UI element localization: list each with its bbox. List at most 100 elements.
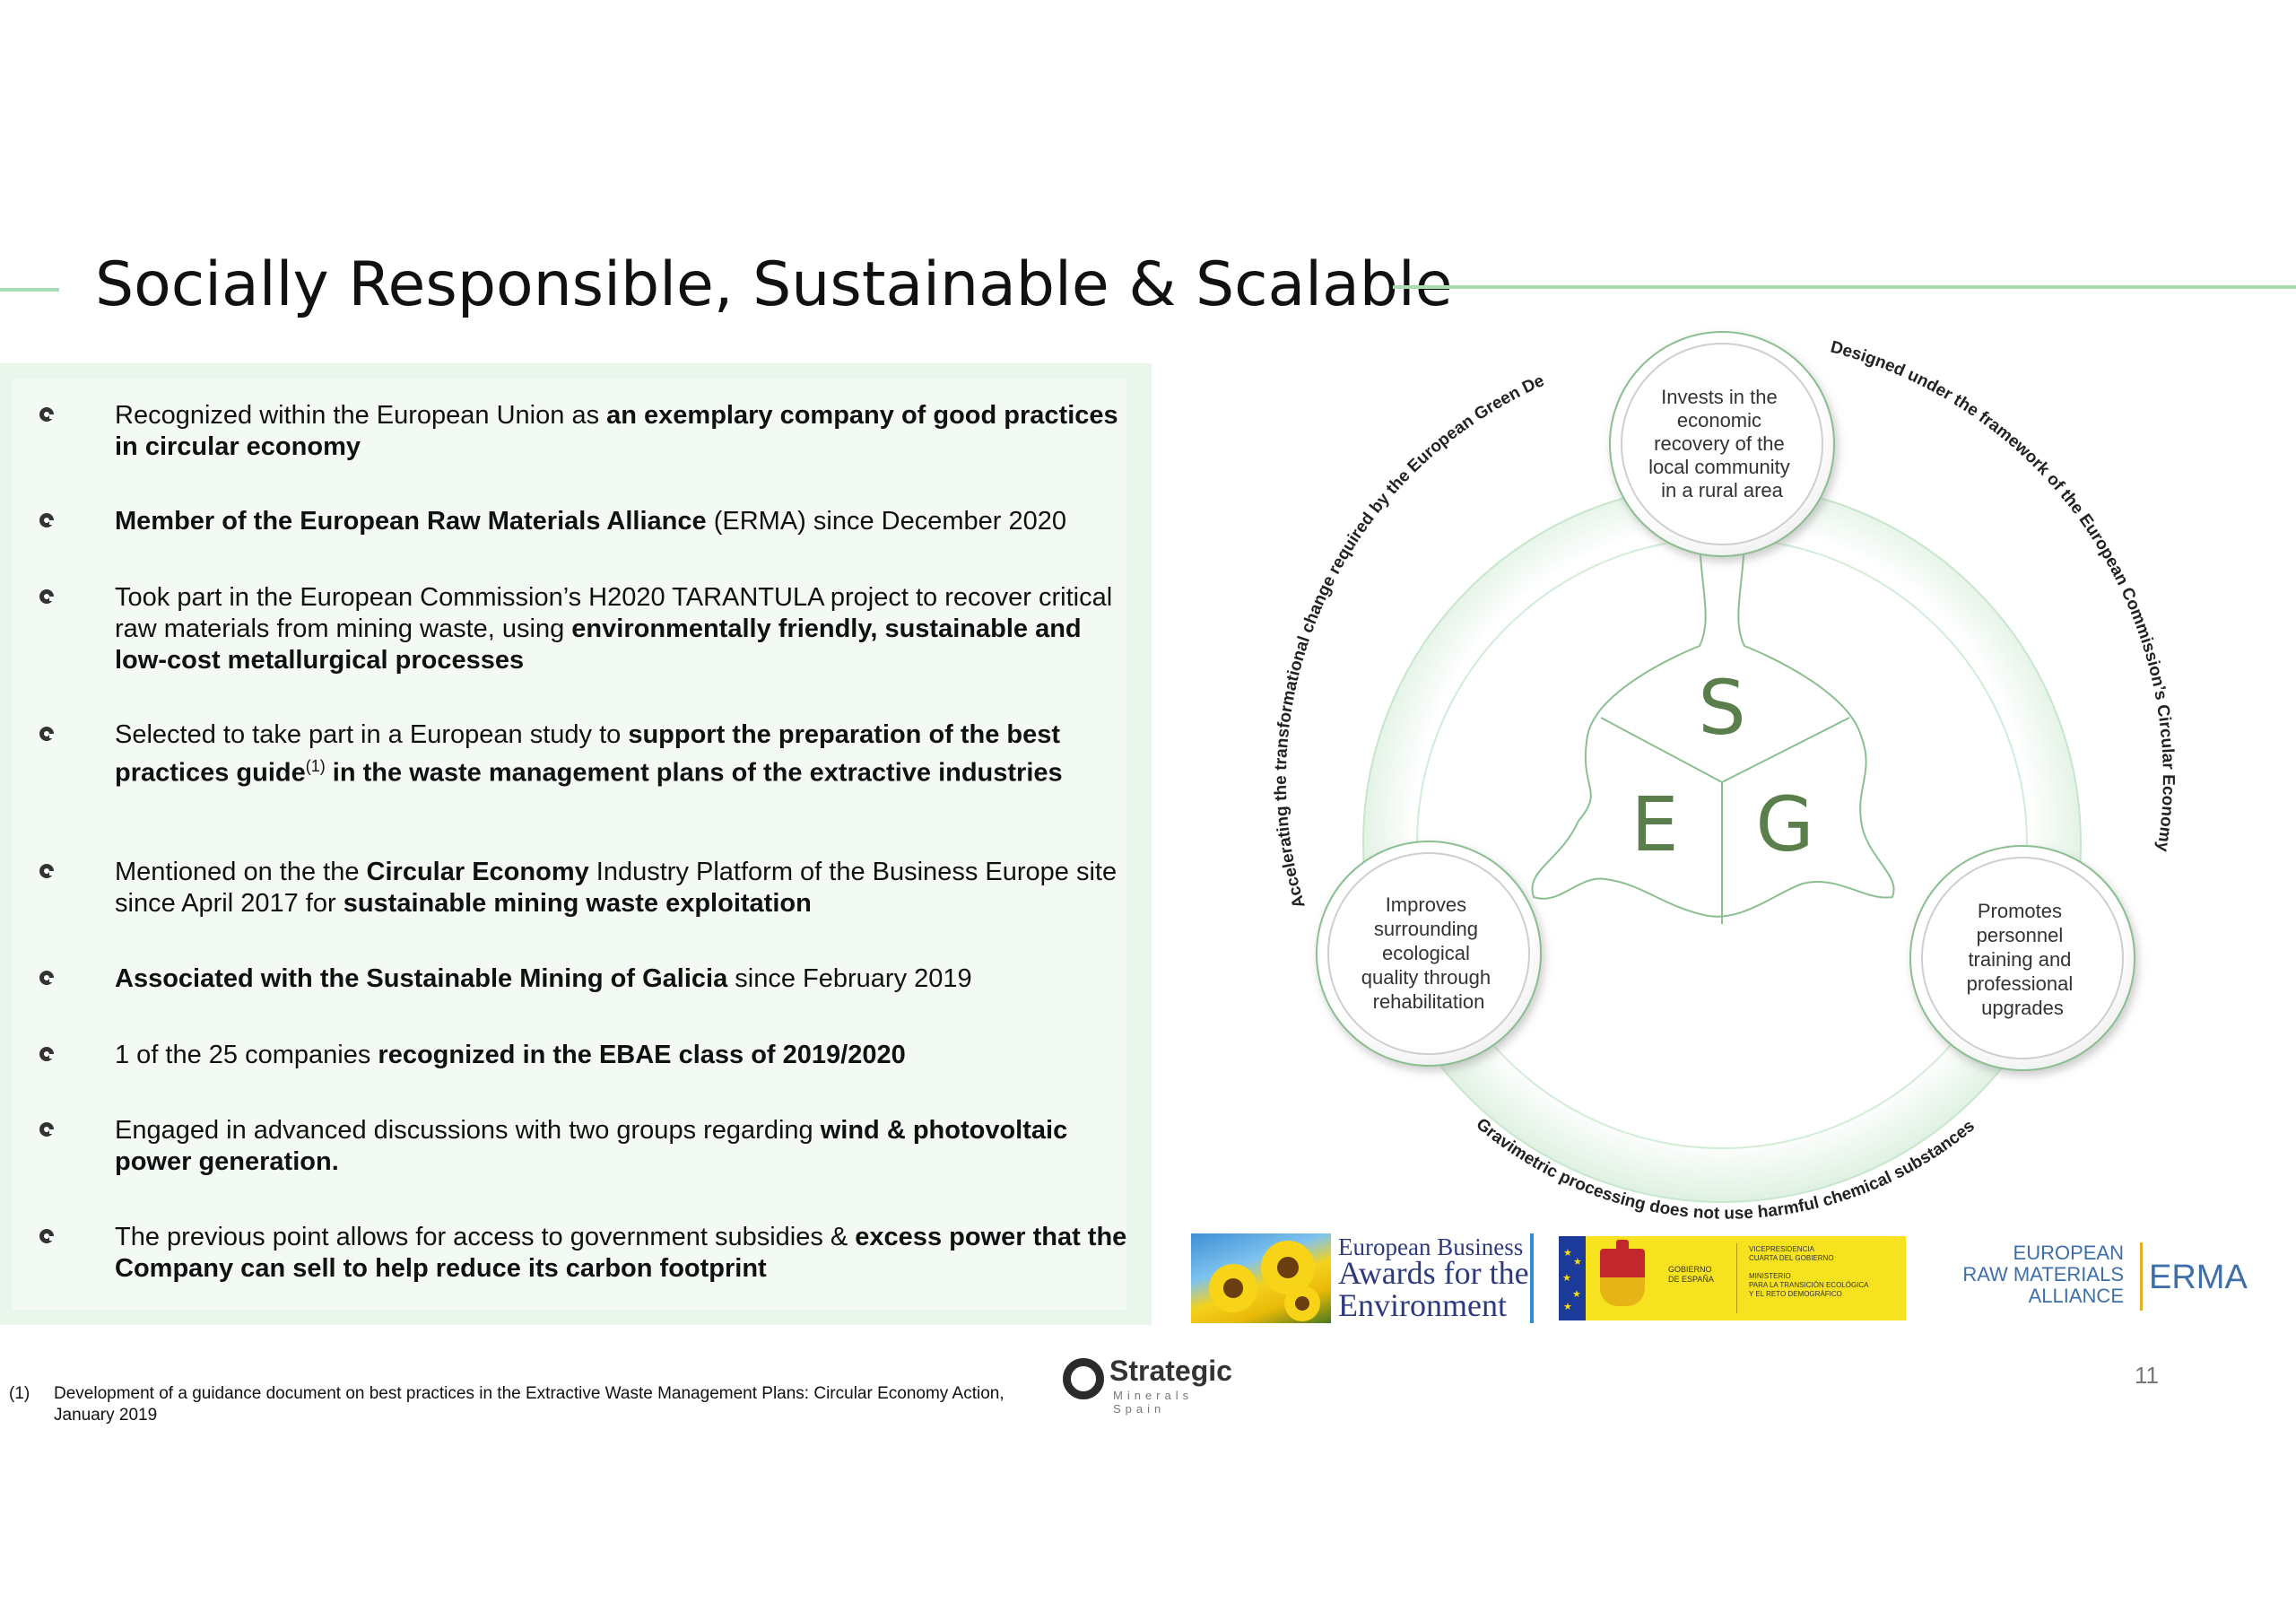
circle-top-line: in a rural area: [1661, 479, 1784, 501]
bullet-bold-text: support the preparation of the best prac…: [115, 720, 1061, 788]
erma-short: ERMA: [2149, 1259, 2248, 1296]
bullet-text: Engaged in advanced discussions with two…: [115, 1115, 1137, 1178]
footnote-number: (1): [9, 1384, 30, 1403]
circle-right-line: personnel: [1977, 924, 2064, 946]
bullet-plain-text: Mentioned on the the: [115, 858, 367, 886]
bullet-ring-icon: [39, 1122, 54, 1137]
sunflower-icon: [1209, 1264, 1257, 1312]
bullet-text: Took part in the European Commission’s H…: [115, 582, 1137, 676]
bullet-panel-inner: [13, 379, 1126, 1310]
bullet-bold-text: Circular Economy: [366, 858, 589, 886]
bullet-ring-icon: [39, 727, 54, 741]
bullet-text: 1 of the 25 companies recognized in the …: [115, 1040, 1137, 1071]
bullet-plain-text: Took part in the European Commission’s H…: [115, 583, 1113, 643]
circle-right-inner: [1921, 857, 2124, 1059]
circle-top-line: local community: [1648, 456, 1790, 478]
circle-top-inner: [1621, 343, 1823, 545]
letter-g: G: [1755, 780, 1813, 868]
bullet-plain-text: The previous point allows for access to …: [115, 1223, 856, 1251]
strategic-name: Strategic: [1109, 1355, 1232, 1387]
bullet-text: Member of the European Raw Materials All…: [115, 506, 1137, 537]
circle-left-text: Improves surrounding ecological quality …: [1361, 893, 1496, 1013]
strategic-sub: Minerals Spain: [1113, 1389, 1194, 1416]
circle-top-line: recovery of the: [1654, 432, 1785, 455]
footnote-ref: (1): [305, 757, 326, 775]
bullet-bold-text: an exemplary company of good practices i…: [115, 401, 1118, 461]
bullet-ring-icon: [39, 407, 54, 422]
circle-left-inner: [1327, 852, 1530, 1055]
erma-logo: EUROPEAN RAW MATERIALS ALLIANCE ERMA: [1928, 1242, 2248, 1314]
sunflower-icon: [1284, 1285, 1320, 1321]
bullet-bold-text: environmentally friendly, sustainable an…: [115, 614, 1082, 675]
arc-text-left-path: Accelerating the transformational change…: [0, 0, 1547, 911]
bullet-bold-text: in the waste management plans of the ext…: [325, 758, 1063, 788]
bullet-plain-text: (ERMA) since December 2020: [706, 507, 1066, 536]
ministerio-line: MINISTERIO: [1749, 1272, 1791, 1280]
bullet-bold-text: sustainable mining waste exploitation: [343, 889, 812, 918]
circle-right-text: Promotes personnel training and professi…: [1967, 900, 2079, 1019]
letter-s: S: [1698, 664, 1745, 752]
circle-left-line: surrounding: [1374, 918, 1478, 940]
strategic-ring-icon: [1063, 1358, 1104, 1399]
bullet-plain-text: Recognized within the European Union as: [115, 401, 607, 430]
ministerio-line: Y EL RETO DEMOGRÁFICO: [1749, 1290, 1842, 1298]
letter-e: E: [1631, 780, 1678, 868]
circle-left-line: quality through: [1361, 966, 1491, 989]
erma-line: EUROPEAN: [2013, 1242, 2124, 1264]
circle-right-line: professional: [1967, 972, 2074, 995]
circle-top-line: economic: [1677, 409, 1761, 431]
circle-top-text: Invests in the economic recovery of the …: [1648, 386, 1796, 501]
strategic-minerals-logo: Strategic Minerals Spain: [1063, 1355, 1251, 1416]
gobierno-line: GOBIERNO: [1668, 1265, 1712, 1274]
eba-bar: [1530, 1233, 1534, 1323]
divider-right: [1721, 717, 1850, 783]
circle-right-line: training and: [1968, 948, 2071, 971]
title-rule-left: [0, 288, 59, 292]
divider-left: [1600, 717, 1723, 783]
bullet-text: Recognized within the European Union as …: [115, 400, 1137, 463]
eba-line1: European Business: [1338, 1233, 1524, 1260]
bullet-text: Mentioned on the the Circular Economy In…: [115, 857, 1137, 919]
erma-fulltext: EUROPEAN RAW MATERIALS ALLIANCE: [1909, 1242, 2124, 1307]
central-blob: [1531, 533, 1895, 918]
erma-bar: [2140, 1242, 2143, 1311]
circle-left-line: ecological: [1382, 942, 1470, 964]
eu-flag-icon: ★★ ★★ ★: [1559, 1236, 1586, 1320]
circle-right-line: Promotes: [1978, 900, 2062, 922]
ministerio-text: VICEPRESIDENCIA CUARTA DEL GOBIERNO MINI…: [1749, 1245, 1869, 1299]
ministerio-line: CUARTA DEL GOBIERNO: [1749, 1254, 1834, 1262]
bullet-plain-text: Selected to take part in a European stud…: [115, 720, 629, 749]
ministerio-line: [1749, 1263, 1869, 1272]
bullet-plain-text: 1 of the 25 companies: [115, 1041, 378, 1069]
ministerio-line: PARA LA TRANSICIÓN ECOLÓGICA: [1749, 1281, 1869, 1289]
bullet-ring-icon: [39, 513, 54, 527]
bullet-ring-icon: [39, 1047, 54, 1061]
circle-right-line: upgrades: [1981, 997, 2064, 1019]
bullet-plain-text: Industry Platform of the Business Europe…: [115, 858, 1118, 918]
bullet-ring-icon: [39, 864, 54, 878]
bullet-bold-text: Associated with the Sustainable Mining o…: [115, 964, 728, 993]
page-number: 11: [2135, 1362, 2159, 1389]
gobierno-separator: [1736, 1243, 1737, 1313]
erma-line: ALLIANCE: [2028, 1285, 2124, 1307]
bullet-ring-icon: [39, 1229, 54, 1243]
gobierno-logo: ★★ ★★ ★ GOBIERNO DE ESPAÑA VICEPRESIDENC…: [1559, 1236, 1906, 1320]
arc-text-left: Accelerating the transformational change…: [0, 0, 1547, 911]
bullet-bold-text: excess power that the Company can sell t…: [115, 1223, 1127, 1283]
bullet-ring-icon: [39, 589, 54, 604]
eba-line2: Awards for the: [1338, 1255, 1529, 1291]
bullet-text: Selected to take part in a European stud…: [115, 719, 1137, 789]
gobierno-line: DE ESPAÑA: [1668, 1275, 1714, 1284]
circle-left-line: rehabilitation: [1373, 990, 1485, 1013]
circle-top-line: Invests in the: [1661, 386, 1778, 408]
bullet-bold-text: Member of the European Raw Materials All…: [115, 507, 707, 536]
bullet-bold-text: recognized in the EBAE class of 2019/202…: [378, 1041, 906, 1069]
bullet-text: Associated with the Sustainable Mining o…: [115, 963, 1137, 995]
eba-logo: European Business Awards for the Environ…: [1191, 1233, 1534, 1323]
bullet-ring-icon: [39, 971, 54, 985]
page-title: Socially Responsible, Sustainable & Scal…: [95, 249, 1453, 320]
bullet-plain-text: since February 2019: [727, 964, 972, 993]
circle-left-line: Improves: [1386, 893, 1466, 916]
sunflower-photo: [1191, 1233, 1331, 1323]
